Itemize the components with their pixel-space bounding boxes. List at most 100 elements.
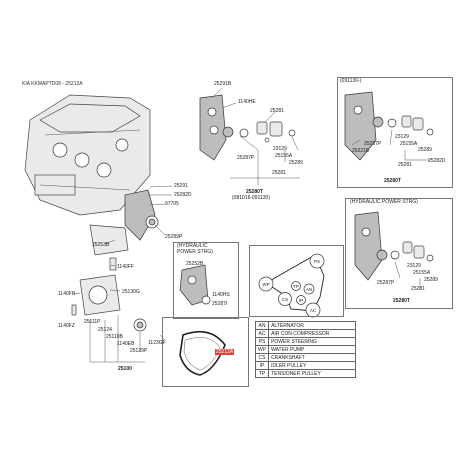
pulley-ac: [305, 302, 321, 318]
callout-25289P[interactable]: 25289P: [165, 234, 183, 240]
callout-h-23129[interactable]: 23129: [407, 263, 421, 269]
pulley-ps: [309, 253, 325, 269]
range-091130-title: (091130-): [339, 78, 363, 84]
callout-25280T-range: (081016-091130): [232, 195, 270, 201]
tensioner-bracket-illustration: [199, 94, 296, 161]
callout-25280T[interactable]: 25280T: [246, 189, 263, 195]
callout-1140EB[interactable]: 1140EB: [117, 341, 135, 347]
pulley-label: AC: [310, 308, 317, 313]
legend-desc: AIR CON COMPRESSOR: [268, 329, 357, 338]
belt-routing-schematic: PS WP TP AN CS IP AC: [258, 253, 325, 318]
pulley-tp: [291, 281, 301, 291]
callout-25100[interactable]: 25100: [118, 366, 132, 372]
callout-25291[interactable]: 25291: [174, 183, 188, 189]
pulley-label: WP: [262, 282, 269, 287]
hydraulic-right-illustration: [354, 211, 434, 281]
frame-hydraulic-right: [345, 198, 453, 309]
callout-1140HS[interactable]: 1140HS: [212, 292, 230, 298]
leader-lines: [73, 87, 430, 363]
callout-r-25287P[interactable]: 25287P: [364, 141, 382, 147]
callout-1140HE[interactable]: 1140HE: [238, 99, 256, 105]
callout-25129P[interactable]: 25129P: [130, 348, 148, 354]
pulley-label: AN: [306, 287, 312, 292]
callout-h-25289[interactable]: 25289: [424, 277, 438, 283]
callout-h-25281[interactable]: 25281: [411, 286, 425, 292]
engine-block-illustration: [24, 94, 151, 216]
callout-1140FZ[interactable]: 1140FZ: [58, 323, 75, 329]
callout-r-25221B[interactable]: 25221B: [352, 148, 370, 154]
tensioner-right-illustration: [344, 91, 434, 161]
frame-hydraulic-mid: [173, 242, 239, 319]
pulley-label: CS: [282, 297, 288, 302]
callout-r-25282D[interactable]: 25282D: [428, 158, 446, 164]
legend-desc: ALTERNATOR: [268, 321, 357, 330]
legend-desc: WATER PUMP: [268, 345, 357, 354]
callout-r-25289[interactable]: 25289: [418, 147, 432, 153]
callout-25287I[interactable]: 25287I: [212, 301, 228, 307]
callout-25281b[interactable]: 25281: [272, 170, 286, 176]
callout-25155A[interactable]: 25155A: [275, 153, 293, 159]
callout-25111P[interactable]: 25111P: [84, 319, 101, 325]
callout-h-25155A[interactable]: 25155A: [413, 270, 431, 276]
frame-belt-routing: [249, 245, 344, 317]
callout-25287P[interactable]: 25287P: [237, 155, 255, 161]
pulley-label: TP: [293, 284, 299, 289]
callout-25291B[interactable]: 25291B: [214, 81, 232, 87]
callout-25281[interactable]: 25281: [270, 108, 284, 114]
callout-r-25281[interactable]: 25281: [398, 162, 412, 168]
callout-25110B[interactable]: 25110B: [106, 334, 123, 340]
callout-h-25280T[interactable]: 25280T: [393, 298, 410, 304]
pulley-ip: [296, 295, 306, 305]
pulley-wp: [258, 276, 274, 292]
legend-desc: TENSIONER PULLEY: [268, 369, 357, 378]
legend-code: CS: [254, 353, 270, 362]
legend-code: AC: [254, 329, 270, 338]
callout-25212A-highlight[interactable]: 25212A: [215, 349, 235, 355]
callout-r-25155A[interactable]: 25155A: [400, 141, 418, 147]
legend-desc: CRANKSHAFT: [268, 353, 357, 362]
legend-code: IP: [254, 361, 270, 370]
callout-25130G[interactable]: 25130G: [122, 289, 140, 295]
legend-code: AN: [254, 321, 270, 330]
pulley-label: PS: [314, 259, 320, 264]
legend-code: WP: [254, 345, 270, 354]
mount-bracket-illustration: [71, 189, 159, 332]
callout-25124[interactable]: 25124: [98, 327, 112, 333]
pulley-an: [303, 283, 315, 295]
callout-r-23129[interactable]: 23129: [395, 134, 409, 140]
pulley-cs: [278, 292, 292, 306]
callout-25253B[interactable]: 25253B: [92, 242, 110, 248]
callout-h-25287P[interactable]: 25287P: [377, 280, 395, 286]
hydraulic-right-title: (HYDRAULIC POWER STRG): [349, 199, 419, 205]
callout-r-25280T[interactable]: 25280T: [384, 178, 401, 184]
frame-belt-diagram: [162, 317, 249, 387]
frame-091130: [337, 77, 453, 188]
legend-desc: POWER STEERING: [268, 337, 357, 346]
callout-25289[interactable]: 25289: [289, 160, 303, 166]
hydraulic-mid-title: (HYDRAULIC POWER STRG): [176, 243, 214, 255]
legend-code: TP: [254, 369, 270, 378]
callout-1140FF[interactable]: 1140FF: [117, 264, 134, 270]
callout-1140FR[interactable]: 1140FR: [58, 291, 76, 297]
callout-97705[interactable]: 97705: [165, 201, 179, 207]
callout-25282D[interactable]: 25282D: [174, 192, 192, 198]
hydraulic-tensioner-illustration: [179, 264, 211, 306]
callout-25252B[interactable]: 25252B: [186, 261, 204, 267]
callout-1123GF[interactable]: 1123GF: [148, 340, 166, 346]
drive-belt: [179, 330, 226, 376]
legend-desc: IDLER PULLEY: [268, 361, 357, 370]
legend-code: PS: [254, 337, 270, 346]
pulley-label: IP: [299, 298, 303, 303]
callout-23129[interactable]: 23129: [273, 146, 287, 152]
page-title: KIA KKMAPTD08 - 25212A: [22, 81, 83, 87]
